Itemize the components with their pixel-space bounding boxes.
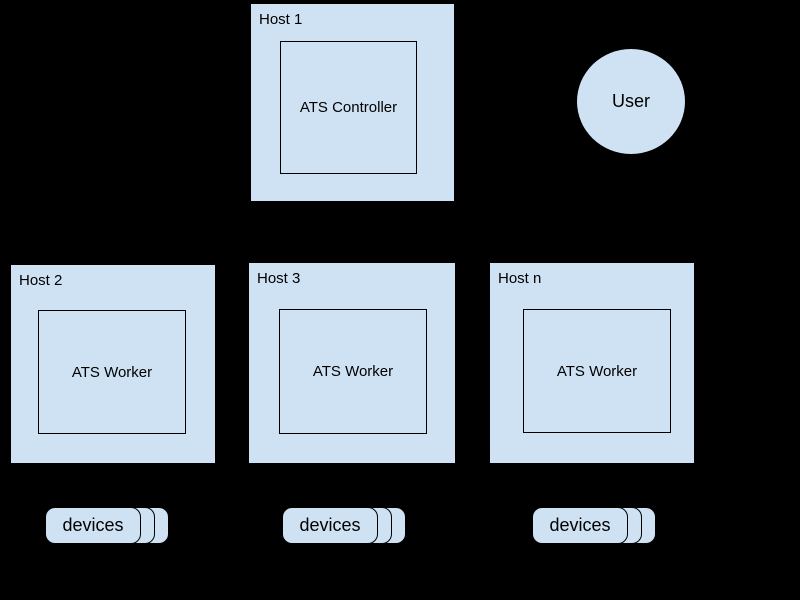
devices-card-front: devices [282,507,378,544]
ats-worker-box-3: ATS Worker [523,309,671,433]
host-n-box: Host n ATS Worker [489,262,695,464]
devices-label: devices [549,515,611,535]
host-1-label: Host 1 [259,11,303,28]
ats-worker-label: ATS Worker [71,363,153,381]
ats-worker-box-1: ATS Worker [38,310,186,434]
user-label: User [611,91,650,111]
devices-card-front: devices [532,507,628,544]
devices-card-front: devices [45,507,141,544]
ats-worker-box-2: ATS Worker [279,309,427,434]
devices-stack-3: devices [532,507,656,544]
ats-controller-box: ATS Controller [280,41,417,174]
ats-controller-label: ATS Controller [299,99,398,116]
devices-stack-2: devices [282,507,406,544]
devices-label: devices [299,515,361,535]
host-n-label: Host n [498,270,542,287]
ats-worker-label: ATS Worker [312,363,394,380]
devices-label: devices [62,515,124,535]
host-2-label: Host 2 [19,272,63,289]
host-3-box: Host 3 ATS Worker [248,262,456,464]
host-1-box: Host 1 ATS Controller [250,3,455,202]
devices-stack-1: devices [45,507,169,544]
host-3-label: Host 3 [257,270,301,287]
host-2-box: Host 2 ATS Worker [10,264,216,464]
user-circle: User [576,48,686,155]
ats-worker-label: ATS Worker [556,362,638,380]
